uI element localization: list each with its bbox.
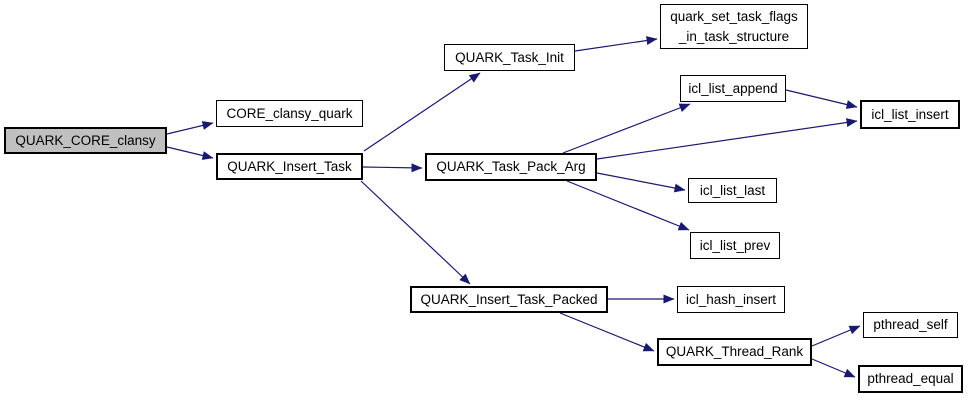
edge-quark-insert-task-to-quark-task-pack-arg <box>362 163 423 173</box>
graph-node-icl-list-append[interactable]: icl_list_append <box>680 75 786 102</box>
edge-icl-list-append-to-icl-list-insert <box>785 89 858 109</box>
edge-quark-task-init-to-quark-set-task-flags-in-task-structure <box>574 36 658 52</box>
graph-node-quark-insert-task[interactable]: QUARK_Insert_Task <box>216 153 363 180</box>
graph-node-pthread-self[interactable]: pthread_self <box>863 312 958 338</box>
edge-quark-core-clansy-to-core-clansy-quark <box>166 121 214 135</box>
graph-node-icl-list-prev[interactable]: icl_list_prev <box>690 232 780 259</box>
graph-node-quark-set-task-flags-in-task-structure[interactable]: quark_set_task_flags _in_task_structure <box>660 4 808 49</box>
edge-quark-task-pack-arg-to-icl-list-last <box>596 172 686 193</box>
graph-node-icl-list-last[interactable]: icl_list_last <box>688 178 777 203</box>
edge-quark-insert-task-to-quark-task-init <box>363 72 481 152</box>
edge-quark-task-pack-arg-to-icl-list-append <box>562 103 691 154</box>
edge-quark-insert-task-to-quark-insert-task-packed <box>360 180 471 285</box>
edge-quark-thread-rank-to-pthread-equal <box>811 358 856 378</box>
graph-node-quark-thread-rank[interactable]: QUARK_Thread_Rank <box>657 338 812 366</box>
graph-node-icl-hash-insert[interactable]: icl_hash_insert <box>677 286 785 313</box>
edge-quark-thread-rank-to-pthread-self <box>811 325 861 347</box>
edge-quark-core-clansy-to-quark-insert-task <box>166 146 214 160</box>
graph-node-icl-list-insert[interactable]: icl_list_insert <box>860 100 960 129</box>
graph-node-quark-task-pack-arg[interactable]: QUARK_Task_Pack_Arg <box>425 153 597 181</box>
edge-quark-task-pack-arg-to-icl-list-prev <box>566 180 690 231</box>
graph-node-core-clansy-quark[interactable]: CORE_clansy_quark <box>216 100 363 127</box>
graph-node-pthread-equal[interactable]: pthread_equal <box>858 365 963 393</box>
edge-quark-task-pack-arg-to-icl-list-insert <box>596 118 858 160</box>
graph-node-quark-task-init[interactable]: QUARK_Task_Init <box>444 44 575 71</box>
edge-quark-insert-task-packed-to-quark-thread-rank <box>559 312 655 352</box>
graph-node-quark-insert-task-packed[interactable]: QUARK_Insert_Task_Packed <box>410 286 608 313</box>
graph-node-quark-core-clansy: QUARK_CORE_clansy <box>4 127 167 154</box>
